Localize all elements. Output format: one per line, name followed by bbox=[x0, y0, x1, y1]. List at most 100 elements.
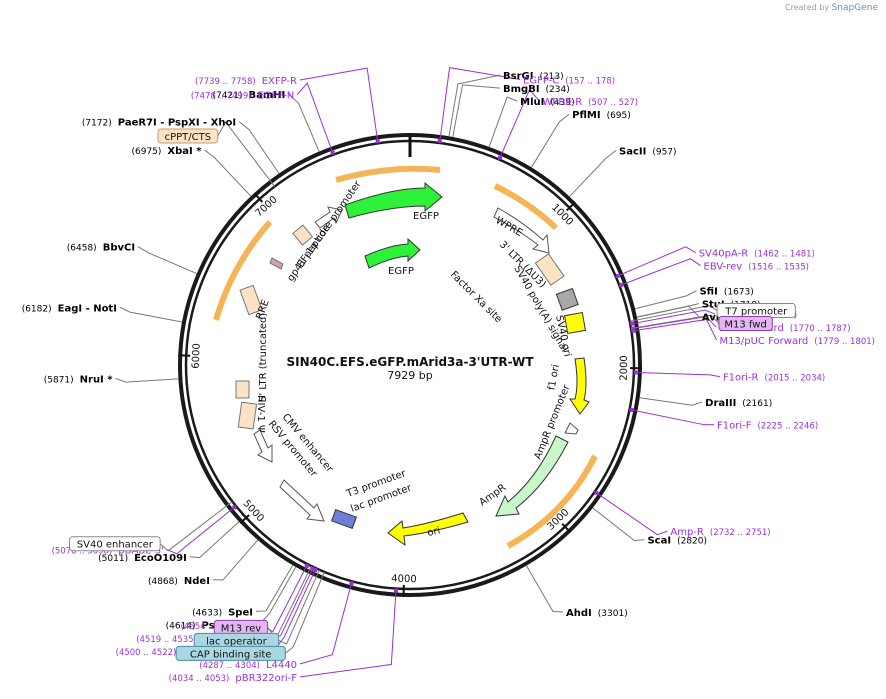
boxed-label-text: CAP binding site bbox=[190, 649, 272, 660]
enzyme-name: SfiI bbox=[699, 287, 717, 298]
enzyme-name: NdeI bbox=[184, 576, 210, 587]
ef1a-promoter-arrow[interactable] bbox=[314, 206, 343, 229]
box-callout bbox=[217, 121, 276, 187]
boxed-label-bg[interactable] bbox=[718, 316, 773, 332]
enzyme-callout bbox=[238, 121, 280, 174]
primer-label[interactable]: (4034 .. 4053)pBR322ori-F bbox=[169, 673, 298, 684]
primer-name: Amp-R bbox=[670, 527, 704, 538]
primer-range: (2015 .. 2034) bbox=[765, 374, 826, 384]
enzyme-label[interactable]: AhdI(3301) bbox=[566, 608, 628, 619]
primer-callout bbox=[632, 409, 715, 426]
primer-callout bbox=[636, 372, 720, 378]
egfp-outer-arrow[interactable] bbox=[344, 181, 443, 219]
primer-label[interactable]: EGFP-C(157 .. 178) bbox=[523, 76, 615, 87]
enzyme-position: (4868) bbox=[148, 577, 178, 587]
enzyme-label[interactable]: PflMI(695) bbox=[572, 110, 631, 121]
sv40polya-box[interactable] bbox=[555, 287, 579, 311]
primer-callout bbox=[299, 584, 352, 665]
enzyme-callout bbox=[137, 246, 197, 275]
enzyme-position: (5871) bbox=[44, 375, 74, 385]
primer-label[interactable]: SV40pA-R(1462 .. 1481) bbox=[699, 249, 815, 260]
primer-mark bbox=[437, 138, 442, 143]
enzyme-label[interactable]: BmgBI(234) bbox=[503, 84, 570, 95]
enzyme-label[interactable]: (7421)BamHI bbox=[213, 90, 286, 101]
label-ltr5: 5' LTR (truncated) bbox=[258, 313, 269, 402]
boxed-label-bg[interactable] bbox=[157, 128, 219, 144]
enzyme-callout bbox=[530, 113, 570, 168]
rsv-promoter-arrow[interactable] bbox=[279, 479, 325, 522]
f1ori-arrow[interactable] bbox=[569, 357, 590, 415]
boxed-label-bg[interactable] bbox=[69, 536, 161, 552]
enzyme-name: EagI - NotI bbox=[58, 303, 117, 314]
hiv1psi-box[interactable] bbox=[235, 380, 250, 399]
ltr3-box[interactable] bbox=[534, 253, 565, 286]
enzyme-callout bbox=[639, 397, 703, 406]
enzyme-name: ScaI bbox=[647, 536, 671, 547]
ori-arrow[interactable] bbox=[387, 512, 469, 547]
box-callout bbox=[629, 305, 718, 322]
primer-label[interactable]: F1ori-F(2225 .. 2246) bbox=[717, 421, 818, 432]
ltr5-box[interactable] bbox=[237, 401, 258, 430]
enzyme-name: EcoO109I bbox=[134, 553, 187, 564]
primer-label[interactable]: F1ori-R (2015 .. 2034) bbox=[723, 373, 825, 384]
enzyme-label[interactable]: SacII(957) bbox=[619, 146, 677, 157]
enzyme-label[interactable]: BsrGI(213) bbox=[503, 71, 564, 82]
enzyme-name: AvrII bbox=[702, 313, 728, 324]
tick-mark bbox=[561, 523, 572, 534]
primer-label[interactable]: (7739 .. 7758)EXFP-R bbox=[195, 76, 297, 87]
orf-arc-left bbox=[213, 220, 273, 321]
enzyme-name: SacII bbox=[619, 146, 646, 157]
enzyme-label[interactable]: MluI(439) bbox=[520, 97, 574, 108]
lac-region-box[interactable] bbox=[330, 508, 358, 530]
primer-mark bbox=[349, 581, 354, 586]
primer-name: WPRE-R bbox=[542, 97, 582, 108]
sv40ori-box[interactable] bbox=[563, 311, 587, 335]
enzyme-label[interactable]: SfiI(1673) bbox=[699, 287, 753, 298]
primer-name: F1ori-R bbox=[723, 373, 759, 384]
rre-box[interactable] bbox=[239, 284, 263, 316]
enzyme-label[interactable]: (6182)EagI - NotI bbox=[22, 303, 117, 314]
enzyme-label[interactable]: (4633)SpeI bbox=[192, 607, 253, 618]
primer-label[interactable]: Amp-R (2732 .. 2751) bbox=[670, 527, 770, 538]
enzyme-label[interactable]: (4868) NdeI bbox=[148, 576, 210, 587]
primer-label[interactable]: (7478 .. 7499)EGFP-N bbox=[191, 91, 294, 102]
primer-mark bbox=[313, 568, 318, 573]
feature-layer bbox=[213, 165, 598, 549]
callout-layer bbox=[115, 67, 720, 678]
boxed-label-bg[interactable] bbox=[175, 645, 286, 661]
enzyme-position: (6458) bbox=[67, 244, 97, 254]
wpre-arrow[interactable] bbox=[493, 207, 550, 254]
cmv-enhancer-arrow[interactable] bbox=[253, 429, 273, 463]
enzyme-name: SpeI bbox=[228, 607, 253, 618]
tick-label: 2000 bbox=[619, 355, 630, 381]
enzyme-callout bbox=[288, 93, 320, 152]
ampr-arrow[interactable] bbox=[495, 435, 569, 517]
enzyme-label[interactable]: (5011)EcoO109I bbox=[98, 553, 187, 564]
primer-name: EBV-rev bbox=[704, 262, 743, 273]
rre-small-arrow[interactable] bbox=[269, 257, 284, 270]
boxed-label-text: cPPT/CTS bbox=[165, 132, 211, 143]
enzyme-label[interactable]: ScaI(2820) bbox=[647, 536, 707, 547]
enzyme-label[interactable]: (5871)NruI * bbox=[44, 374, 114, 385]
primer-callout bbox=[262, 566, 307, 633]
primer-mark bbox=[630, 321, 635, 326]
primer-label[interactable]: WPRE-R(507 .. 527) bbox=[542, 97, 638, 108]
box-callout bbox=[278, 569, 320, 645]
enzyme-callout bbox=[488, 96, 518, 148]
ampr-promoter-arrow[interactable] bbox=[564, 422, 579, 435]
enzyme-callout bbox=[212, 539, 259, 581]
primer-range: (2732 .. 2751) bbox=[710, 528, 771, 538]
primer-label[interactable]: EBV-rev(1516 .. 1535) bbox=[704, 262, 809, 273]
primer-name: M13/pUC Forward bbox=[720, 336, 809, 347]
primer-mark bbox=[330, 150, 335, 155]
egfp-inner-arrow[interactable] bbox=[364, 237, 421, 269]
gp41-box[interactable] bbox=[292, 224, 314, 246]
enzyme-callout bbox=[115, 377, 179, 383]
enzyme-label[interactable]: (7172)PaeR7I - PspXI - XhoI bbox=[82, 118, 236, 129]
primer-label[interactable]: M13/pUC Forward(1779 .. 1801) bbox=[720, 336, 875, 347]
enzyme-label[interactable]: (6975)XbaI * bbox=[131, 146, 202, 157]
enzyme-label[interactable]: DraIII(2161) bbox=[705, 398, 772, 409]
enzyme-label[interactable]: (6458)BbvCI bbox=[67, 243, 135, 254]
primer-label[interactable]: (4287 .. 4304)L4440 bbox=[199, 660, 297, 671]
primer-callout bbox=[596, 492, 668, 536]
